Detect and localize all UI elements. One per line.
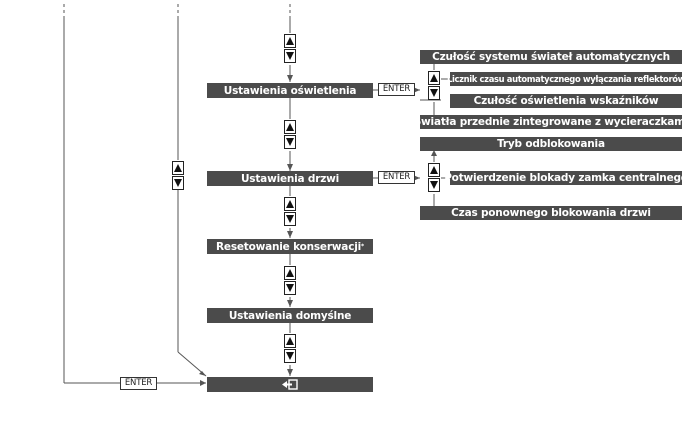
up-down-arrows — [428, 163, 440, 192]
menu-item-reset[interactable]: Resetowanie konserwacji* — [207, 239, 373, 254]
menu-item-label: Resetowanie konserwacji — [216, 240, 362, 253]
enter-key: ENTER — [120, 377, 157, 390]
menu-item-label: Ustawienia oświetlenia — [223, 84, 357, 97]
up-down-arrows — [172, 161, 184, 190]
enter-key-label: ENTER — [382, 84, 411, 94]
submenu-item-lighting-1[interactable]: Czułość systemu świateł automatycznych — [420, 50, 682, 64]
enter-key-label: ENTER — [382, 172, 411, 182]
down-arrow-icon — [428, 86, 440, 100]
submenu-item-doors-3[interactable]: Czas ponownego blokowania drzwi — [420, 206, 682, 220]
footnote-mark: * — [361, 243, 364, 250]
submenu-item-label: Czułość oświetlenia wskaźników — [473, 95, 659, 107]
down-arrow-icon — [172, 176, 184, 190]
up-down-arrows — [428, 71, 440, 100]
submenu-item-label: Licznik czasu automatycznego wyłączania … — [446, 74, 683, 84]
menu-item-doors[interactable]: Ustawienia drzwi — [207, 171, 373, 186]
submenu-item-label: Czas ponownego blokowania drzwi — [451, 207, 651, 219]
menu-item-lighting[interactable]: Ustawienia oświetlenia — [207, 83, 373, 98]
submenu-item-lighting-4[interactable]: Światła przednie zintegrowane z wycierac… — [414, 115, 683, 129]
up-down-arrows — [284, 197, 296, 226]
up-down-arrows — [284, 334, 296, 363]
down-arrow-icon — [428, 178, 440, 192]
up-arrow-icon — [172, 161, 184, 175]
submenu-item-lighting-2[interactable]: Licznik czasu automatycznego wyłączania … — [446, 72, 683, 86]
down-arrow-icon — [284, 49, 296, 63]
back-arrow-icon — [282, 379, 298, 390]
up-arrow-icon — [284, 197, 296, 211]
menu-item-label: Ustawienia drzwi — [240, 172, 340, 185]
submenu-item-label: Potwierdzenie blokady zamka centralnego — [444, 172, 683, 184]
menu-item-label: Ustawienia domyślne — [228, 309, 352, 322]
up-down-arrows — [284, 266, 296, 295]
submenu-item-doors-2[interactable]: Potwierdzenie blokady zamka centralnego — [444, 171, 683, 185]
enter-key-label: ENTER — [124, 378, 153, 388]
submenu-item-label: Światła przednie zintegrowane z wycierac… — [413, 116, 683, 128]
enter-key: ENTER — [378, 83, 415, 96]
up-arrow-icon — [284, 266, 296, 280]
down-arrow-icon — [284, 349, 296, 363]
up-down-arrows — [284, 34, 296, 63]
up-arrow-icon — [428, 163, 440, 177]
submenu-item-lighting-3[interactable]: Czułość oświetlenia wskaźników — [450, 94, 682, 108]
up-arrow-icon — [284, 334, 296, 348]
down-arrow-icon — [284, 135, 296, 149]
enter-key: ENTER — [378, 171, 415, 184]
up-down-arrows — [284, 120, 296, 149]
down-arrow-icon — [284, 212, 296, 226]
up-arrow-icon — [428, 71, 440, 85]
submenu-item-label: Czułość systemu świateł automatycznych — [432, 51, 670, 63]
submenu-item-doors-1[interactable]: Tryb odblokowania — [420, 137, 682, 151]
up-arrow-icon — [284, 120, 296, 134]
menu-item-defaults[interactable]: Ustawienia domyślne — [207, 308, 373, 323]
menu-item-exit[interactable] — [207, 377, 373, 392]
up-arrow-icon — [284, 34, 296, 48]
down-arrow-icon — [284, 281, 296, 295]
submenu-item-label: Tryb odblokowania — [497, 138, 605, 150]
